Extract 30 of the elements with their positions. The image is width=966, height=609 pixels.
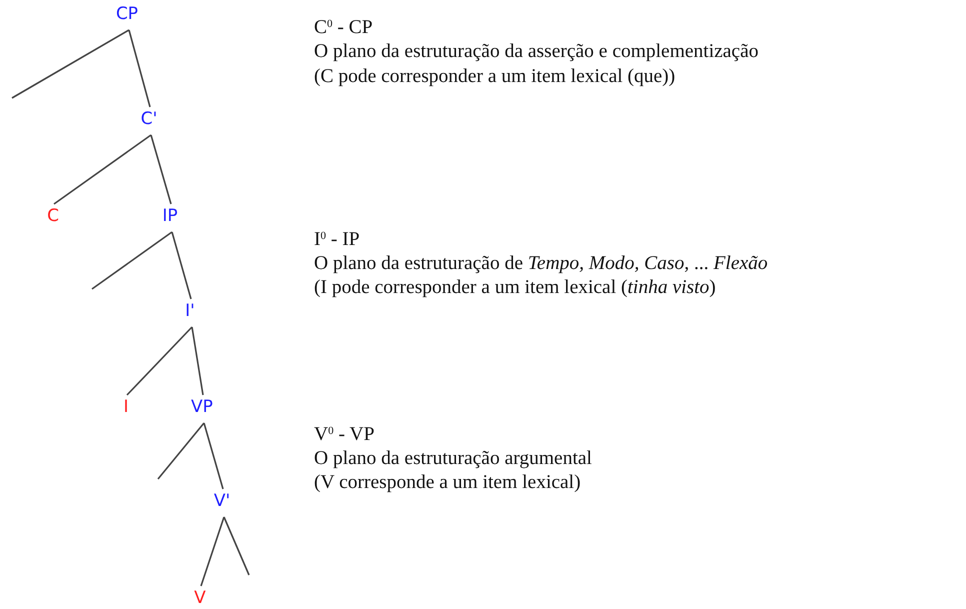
description-text: (V corresponde a um item lexical) (314, 472, 581, 494)
tree-node-label: IP (162, 206, 178, 226)
tree-node-label: C' (140, 109, 158, 129)
tree-branch (223, 516, 250, 576)
tree-branch (171, 232, 192, 300)
tree-node-label: I (124, 397, 128, 417)
tree-node-label: V' (214, 491, 230, 511)
tree-branch (150, 134, 172, 204)
description-text: O plano da estruturação de Tempo, Modo, Caso, ... Flexão (314, 253, 768, 275)
tree-branch (157, 422, 205, 480)
tree-branch (54, 134, 152, 205)
tree-node-label: VP (191, 397, 213, 417)
tree-node-label: V (194, 588, 206, 608)
projection-heading: C$^{0}$ - CP (314, 17, 373, 39)
description-text: O plano da estruturação argumental (314, 448, 592, 470)
tree-branch (92, 231, 172, 290)
tree-branch (200, 516, 225, 586)
description-text: O plano da estruturação da asserção e complementização (314, 41, 758, 63)
description-text: (I pode corresponder a um item lexical (tinha visto) (314, 277, 716, 299)
tree-node-label: C (47, 206, 59, 226)
tree-branch (203, 422, 224, 490)
tree-branch (128, 30, 151, 108)
tree-node-label: CP (116, 4, 138, 24)
tree-branch (12, 29, 130, 99)
description-text: (C pode corresponder a um item lexical (que)) (314, 66, 676, 88)
tree-branch (191, 326, 204, 396)
projection-heading: V$^{0}$ - VP (314, 424, 374, 446)
tree-branch (126, 326, 193, 396)
projection-heading: I$^{0}$ - IP (314, 229, 360, 251)
tree-node-label: I' (185, 301, 195, 321)
